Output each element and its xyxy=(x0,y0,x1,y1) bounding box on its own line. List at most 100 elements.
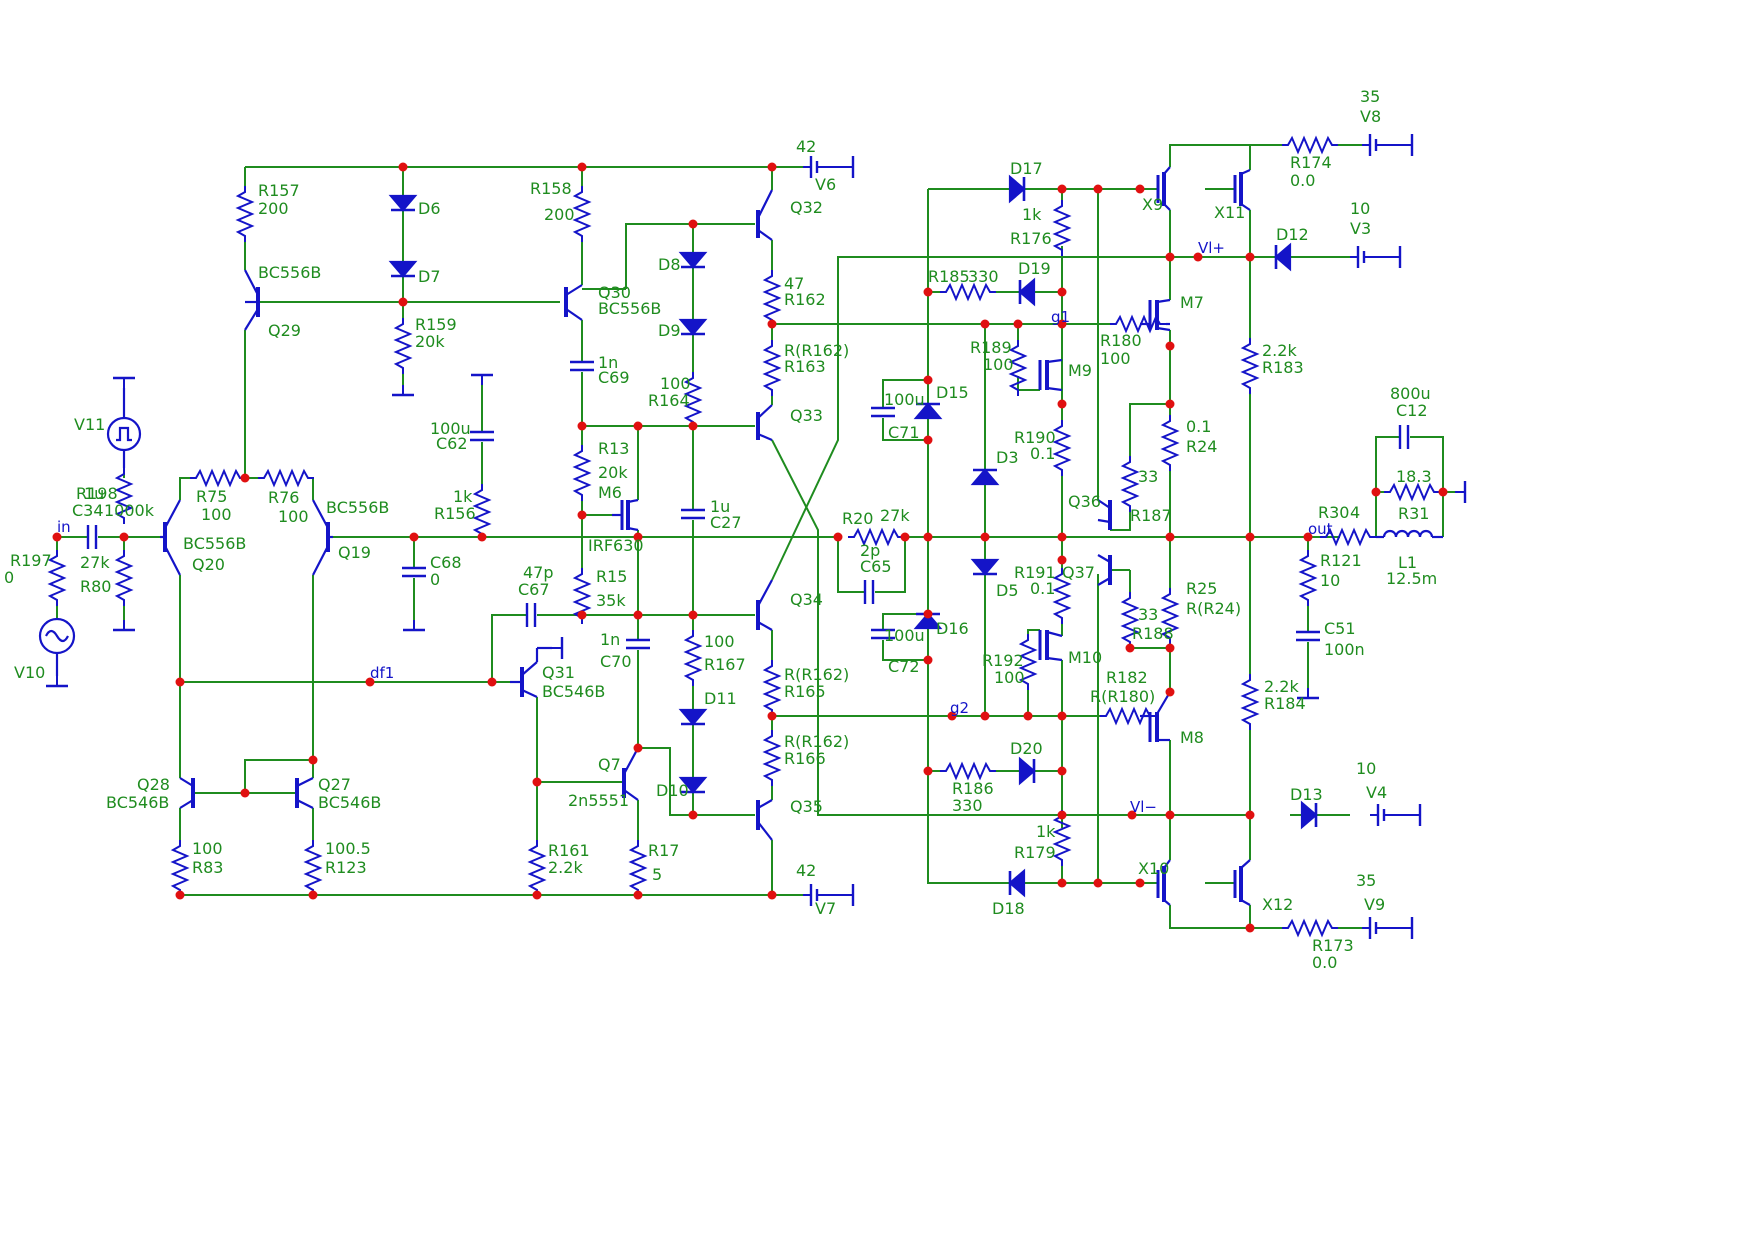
label: 10 xyxy=(1350,199,1370,218)
label: R159 xyxy=(415,315,457,334)
label: 2p xyxy=(860,541,880,560)
label: 4 xyxy=(1350,503,1360,522)
label: C67 xyxy=(518,580,550,599)
label: R25 xyxy=(1186,579,1217,598)
label: 47 xyxy=(784,274,804,293)
label: BC546B xyxy=(542,682,605,701)
label: BC556B xyxy=(258,263,321,282)
label: X10 xyxy=(1138,859,1169,878)
label: R174 xyxy=(1290,153,1332,172)
label: M6 xyxy=(598,483,622,502)
resistor-r13 xyxy=(573,443,591,503)
resistor-r159 xyxy=(394,316,412,376)
label: R185 xyxy=(928,267,970,286)
label: 100u xyxy=(884,390,925,409)
resistor-r184 xyxy=(1241,672,1259,732)
label: V6 xyxy=(815,175,836,194)
label: IRF630 xyxy=(588,536,644,555)
ground-symbol xyxy=(111,376,137,390)
label: D8 xyxy=(658,255,681,274)
label: R162 xyxy=(784,290,826,309)
mosfet-x9 xyxy=(1156,166,1171,211)
resistor-r83 xyxy=(171,838,189,898)
label: R198 xyxy=(76,484,118,503)
components xyxy=(38,132,1467,941)
diode-d8 xyxy=(679,251,707,269)
label: out xyxy=(1308,520,1333,538)
label: Q37 xyxy=(1062,563,1095,582)
label: C68 xyxy=(430,553,462,572)
component-labels: 42 V6 42 V7 35 V8 35 V9 10 V3 10 V4 R157… xyxy=(4,87,1437,972)
label: 2n5551 xyxy=(568,791,629,810)
ground-symbol xyxy=(44,674,70,688)
label: R188 xyxy=(1132,624,1174,643)
resistor-r186 xyxy=(938,762,998,780)
capacitor-c68 xyxy=(400,566,428,578)
label: 0.0 xyxy=(1290,171,1315,190)
label: R197 xyxy=(10,551,52,570)
label: 100u xyxy=(884,626,925,645)
pulse-source-v11 xyxy=(106,388,142,468)
label: R190 xyxy=(1014,428,1056,447)
label: 330 xyxy=(952,796,983,815)
label: g1 xyxy=(1051,308,1070,326)
mosfet-m6 xyxy=(612,498,639,532)
label: 35 xyxy=(1360,87,1380,106)
label: C71 xyxy=(888,423,920,442)
label: BC556B xyxy=(598,299,661,318)
label: R179 xyxy=(1014,843,1056,862)
label: R(R162) xyxy=(784,732,849,751)
resistor-r75 xyxy=(188,469,248,487)
label: 100 xyxy=(192,839,223,858)
transistor-q19 xyxy=(312,499,333,576)
label: Q19 xyxy=(338,543,371,562)
transistor-q20 xyxy=(160,499,181,576)
transistor-q28 xyxy=(179,777,195,809)
label: 200 xyxy=(544,205,575,224)
label: R17 xyxy=(648,841,679,860)
label: R80 xyxy=(80,577,111,596)
mosfet-x10 xyxy=(1156,859,1171,906)
label: Q27 xyxy=(318,775,351,794)
label: R180 xyxy=(1100,331,1142,350)
label: 0 xyxy=(4,568,14,587)
label: R(R180) xyxy=(1090,687,1155,706)
capacitor-c27 xyxy=(679,508,707,520)
transistor-q31 xyxy=(510,646,552,698)
resistor-r173 xyxy=(1280,919,1340,937)
label: C65 xyxy=(860,557,892,576)
ground-symbol xyxy=(401,618,427,632)
label: 18.3 xyxy=(1396,467,1432,486)
label: g2 xyxy=(950,699,969,717)
label: R123 xyxy=(325,858,367,877)
battery-v4 xyxy=(1368,802,1422,828)
label: R156 xyxy=(434,504,476,523)
diode-d7 xyxy=(389,260,417,278)
label: L1 xyxy=(1398,553,1417,572)
resistor-r190 xyxy=(1053,418,1071,478)
label: BC556B xyxy=(183,534,246,553)
label: R30 xyxy=(1318,503,1349,522)
resistor-r17 xyxy=(629,838,647,898)
label: M10 xyxy=(1068,648,1102,667)
label: D16 xyxy=(936,619,969,638)
label: R163 xyxy=(784,357,826,376)
label: D6 xyxy=(418,199,441,218)
label: D17 xyxy=(1010,159,1043,178)
mosfet-m10 xyxy=(1038,630,1063,662)
label: 20k xyxy=(598,463,628,482)
ground-symbol xyxy=(550,635,564,661)
label: R182 xyxy=(1106,668,1148,687)
label: 0.1 xyxy=(1186,417,1211,436)
mosfet-x12 xyxy=(1233,859,1251,906)
transistor-q32 xyxy=(756,189,773,241)
label: 100 xyxy=(278,507,309,526)
label: D19 xyxy=(1018,259,1051,278)
transistor-q34 xyxy=(756,579,773,631)
label: R166 xyxy=(784,749,826,768)
label: D3 xyxy=(996,448,1019,467)
sine-source-v10 xyxy=(38,617,76,676)
resistor-r187 xyxy=(1121,454,1139,514)
resistor-r161 xyxy=(528,838,546,898)
